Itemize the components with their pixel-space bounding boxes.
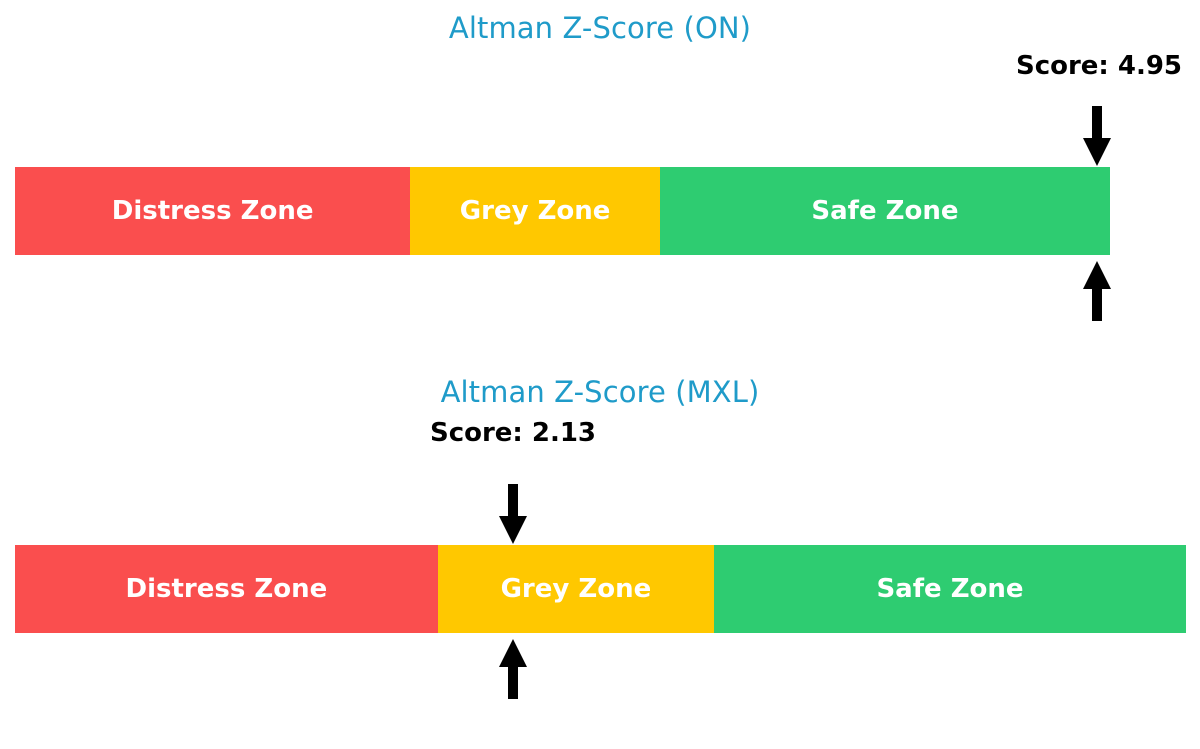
arrow-down-icon [496, 484, 530, 546]
chart-title-mxl: Altman Z-Score (MXL) [440, 375, 760, 409]
panel-altman-z-score-on: Altman Z-Score (ON) Score: 4.95 Distress… [0, 0, 1200, 360]
zone-bar-mxl: Distress Zone Grey Zone Safe Zone [15, 545, 1186, 633]
chart-title-on: Altman Z-Score (ON) [448, 11, 752, 45]
arrow-down-icon [1080, 106, 1114, 168]
arrow-up-icon [1080, 259, 1114, 321]
score-label-mxl: Score: 2.13 [429, 418, 597, 448]
zone-safe-on: Safe Zone [659, 167, 1110, 255]
zone-grey-on: Grey Zone [410, 167, 660, 255]
zone-bar-on: Distress Zone Grey Zone Safe Zone [15, 167, 1110, 255]
zone-distress-mxl: Distress Zone [15, 545, 438, 633]
score-label-on: Score: 4.95 [1015, 51, 1183, 81]
zone-safe-mxl: Safe Zone [714, 545, 1186, 633]
zone-grey-mxl: Grey Zone [437, 545, 715, 633]
zone-distress-on: Distress Zone [15, 167, 411, 255]
panel-altman-z-score-mxl: Altman Z-Score (MXL) Score: 2.13 Distres… [0, 360, 1200, 749]
arrow-up-icon [496, 637, 530, 699]
